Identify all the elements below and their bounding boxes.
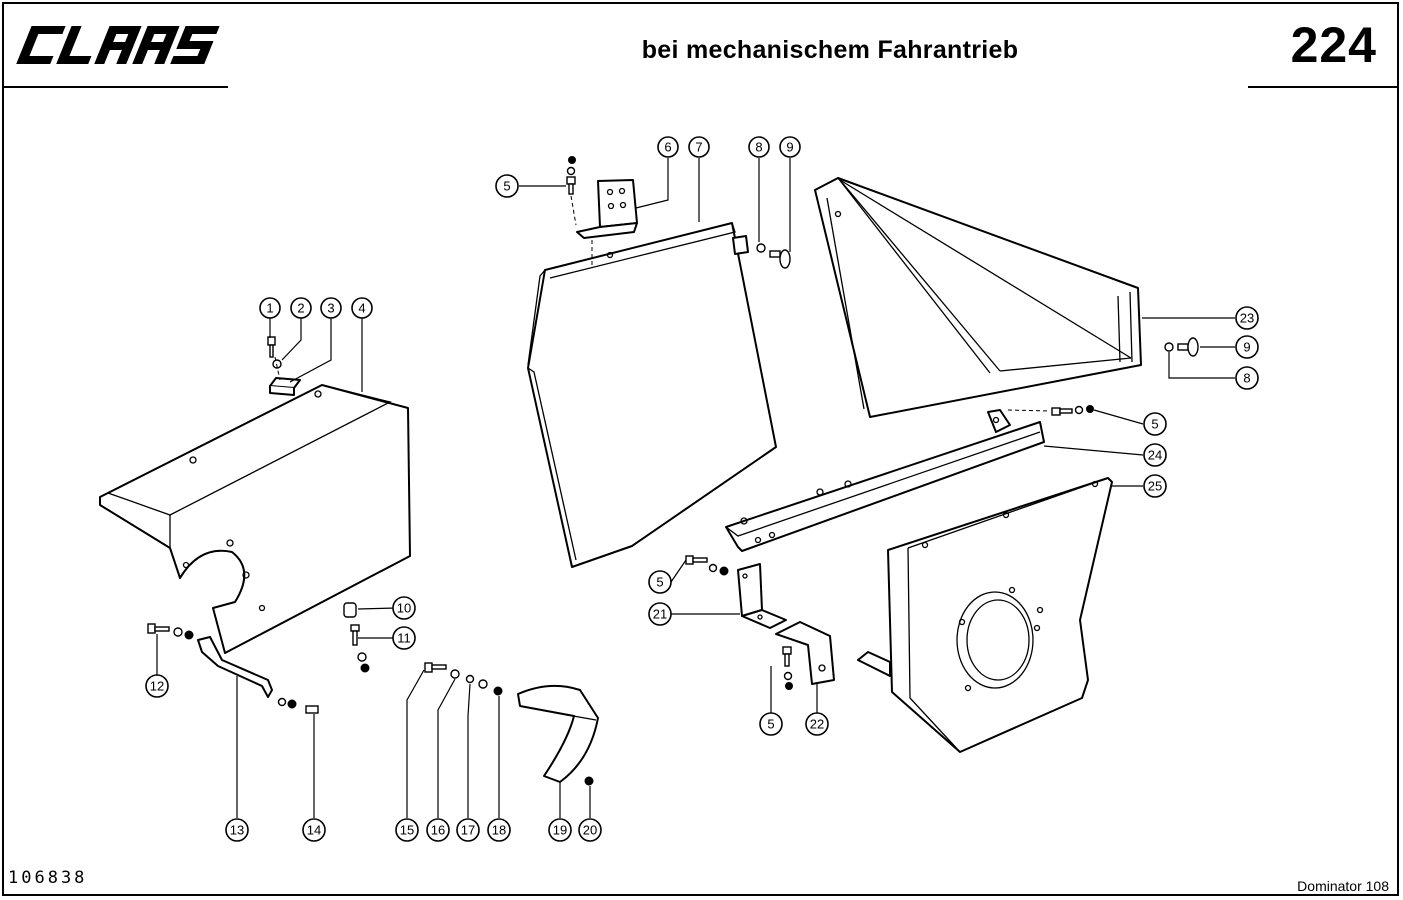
- hardware-bolt-5-rail: [1051, 405, 1094, 416]
- svg-text:1: 1: [266, 301, 273, 316]
- part-cover-left: [99, 384, 411, 654]
- callout-10: 10: [392, 596, 416, 620]
- drawing-number: 106838: [8, 868, 88, 888]
- svg-text:7: 7: [695, 140, 702, 155]
- svg-text:5: 5: [503, 179, 510, 194]
- callout-24: 24: [1143, 443, 1167, 467]
- callout-25: 25: [1143, 474, 1167, 498]
- callout-19: 19: [548, 818, 572, 842]
- part-bracket-6: [576, 179, 638, 239]
- hardware-8-9-right: [1164, 337, 1199, 357]
- callout-5-mid: 5: [648, 570, 672, 594]
- callout-17: 17: [456, 818, 480, 842]
- header-rule-left: [2, 86, 228, 88]
- callout-5-top: 5: [495, 174, 519, 198]
- hardware-bolt-5-low: [782, 646, 793, 690]
- header-rule-right: [1248, 86, 1399, 88]
- svg-text:15: 15: [400, 823, 414, 838]
- svg-text:17: 17: [461, 823, 475, 838]
- svg-text:9: 9: [786, 140, 793, 155]
- callout-9-top: 9: [779, 136, 801, 158]
- svg-text:20: 20: [583, 823, 597, 838]
- svg-text:21: 21: [653, 607, 667, 622]
- svg-text:10: 10: [397, 601, 411, 616]
- callout-22: 22: [805, 712, 829, 736]
- callout-18: 18: [487, 818, 511, 842]
- callout-15: 15: [395, 818, 419, 842]
- svg-text:13: 13: [230, 823, 244, 838]
- hardware-nut-20: [584, 776, 594, 786]
- hardware-spacer-10: [343, 602, 357, 618]
- svg-text:16: 16: [431, 823, 445, 838]
- part-rail-24: [725, 409, 1045, 552]
- callout-8-right: 8: [1235, 366, 1259, 390]
- callout-2: 2: [290, 297, 312, 319]
- svg-text:18: 18: [492, 823, 506, 838]
- part-panel-7: [527, 222, 777, 568]
- svg-text:14: 14: [307, 823, 321, 838]
- callout-5-rail: 5: [1143, 412, 1167, 436]
- svg-text:8: 8: [755, 140, 762, 155]
- part-bracket-22: [775, 621, 835, 685]
- hardware-bolt-5-top: [566, 156, 576, 195]
- part-bracket-21: [737, 563, 787, 629]
- part-bracket-3: [269, 377, 301, 396]
- callout-5-low: 5: [759, 712, 783, 736]
- hardware-nut-14: [277, 697, 319, 714]
- callout-14: 14: [302, 818, 326, 842]
- part-shield-19: [517, 684, 599, 783]
- svg-text:5: 5: [767, 717, 774, 732]
- svg-text:2: 2: [297, 301, 304, 316]
- svg-text:19: 19: [553, 823, 567, 838]
- svg-text:3: 3: [327, 301, 334, 316]
- page-title: bei mechanischem Fahrantrieb: [641, 36, 1019, 64]
- callout-21: 21: [648, 602, 672, 626]
- svg-text:6: 6: [664, 140, 671, 155]
- callout-6: 6: [657, 136, 679, 158]
- svg-text:9: 9: [1243, 340, 1250, 355]
- part-strap-13: [197, 636, 273, 698]
- svg-text:5: 5: [1151, 417, 1158, 432]
- svg-text:11: 11: [397, 631, 411, 646]
- callout-13: 13: [225, 818, 249, 842]
- part-housing-25: [857, 477, 1113, 753]
- hardware-bolt-12: [147, 623, 194, 640]
- hardware-bolt-1: [267, 336, 276, 358]
- svg-text:23: 23: [1240, 311, 1254, 326]
- callout-8-top: 8: [748, 136, 770, 158]
- part-funnel-23: [814, 177, 1142, 418]
- claas-logo: [16, 26, 220, 64]
- callout-20: 20: [578, 818, 602, 842]
- svg-text:25: 25: [1148, 479, 1162, 494]
- hardware-15-18: [424, 662, 503, 696]
- svg-text:12: 12: [150, 679, 164, 694]
- callout-9-right: 9: [1235, 335, 1259, 359]
- callout-12: 12: [145, 674, 169, 698]
- model-name: Dominator 108: [1297, 878, 1389, 894]
- callout-11: 11: [392, 626, 416, 650]
- hardware-bolt-5-mid: [685, 555, 729, 576]
- hardware-8-9-top: [732, 235, 791, 269]
- leader-lines: [156, 158, 1235, 818]
- svg-text:4: 4: [358, 301, 365, 316]
- callout-1: 1: [259, 297, 281, 319]
- callout-3: 3: [320, 297, 342, 319]
- callout-16: 16: [426, 818, 450, 842]
- callout-23: 23: [1235, 306, 1259, 330]
- hardware-bolt-11: [350, 624, 370, 673]
- callout-4: 4: [351, 297, 373, 319]
- page-number: 224: [1290, 17, 1377, 73]
- svg-text:22: 22: [810, 717, 824, 732]
- callout-7: 7: [688, 136, 710, 158]
- svg-text:8: 8: [1243, 371, 1250, 386]
- svg-text:24: 24: [1148, 448, 1162, 463]
- svg-text:5: 5: [656, 575, 663, 590]
